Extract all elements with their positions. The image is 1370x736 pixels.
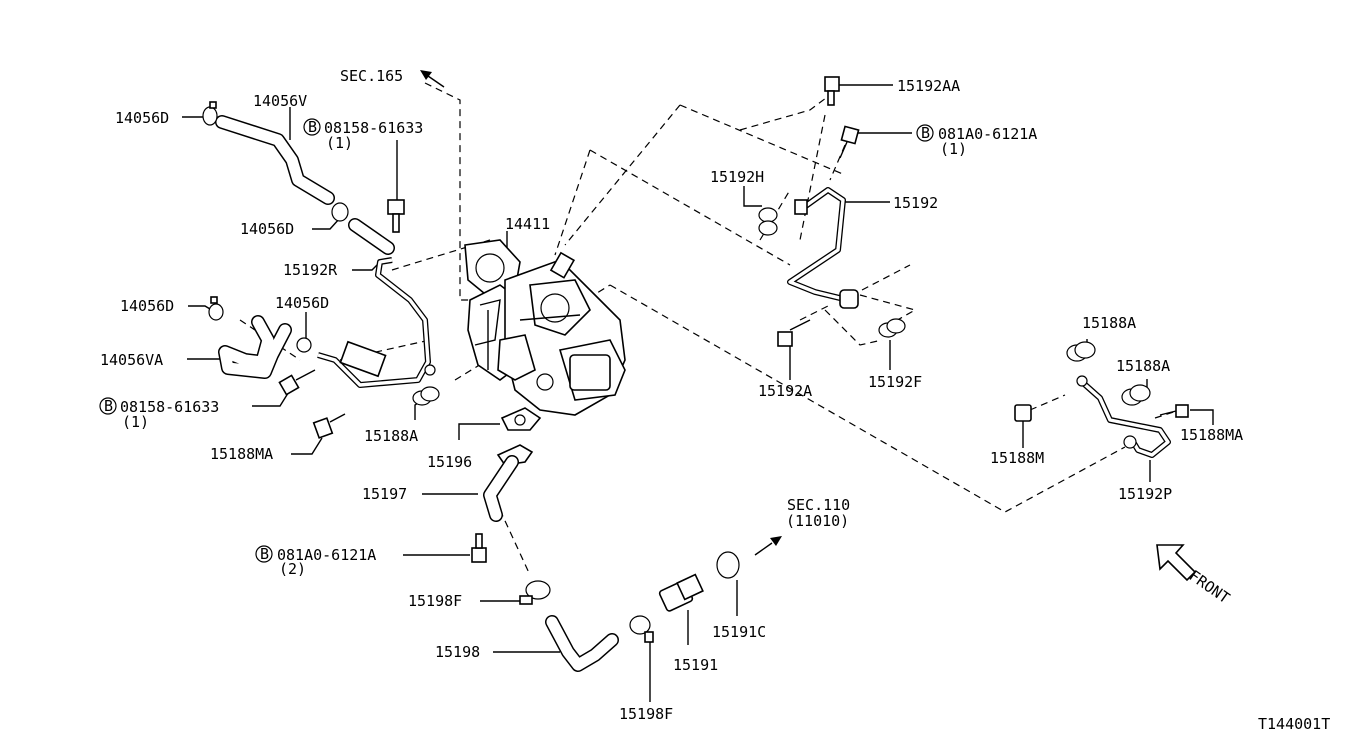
label-15188a-left: 15188A <box>364 427 418 445</box>
arrow-sec165-icon <box>420 70 445 88</box>
bolt-081a0-right <box>839 125 860 159</box>
label-15197: 15197 <box>362 485 407 503</box>
arrow-sec110-icon <box>754 536 782 556</box>
label-15188ma-right: 15188MA <box>1180 426 1243 444</box>
label-15192h: 15192H <box>710 168 764 186</box>
label-15191: 15191 <box>673 656 718 674</box>
label-15188a-r1: 15188A <box>1082 314 1136 332</box>
hose-14056v <box>215 115 335 205</box>
label-14056d-d: 14056D <box>275 294 329 312</box>
label-front: FRONT <box>1186 567 1233 608</box>
label-15188m: 15188M <box>990 449 1044 467</box>
label-15192aa: 15192AA <box>897 77 960 95</box>
oring-15191c <box>716 551 740 579</box>
label-qty-right: (1) <box>940 140 967 158</box>
label-08158-top: 08158-61633 <box>324 119 423 137</box>
clamp-15198f-a <box>519 580 551 605</box>
turbocharger-14411 <box>464 239 626 416</box>
pipe-15192p <box>1076 375 1171 458</box>
clamp-15198f-b <box>629 615 654 643</box>
hose-14056v-lower <box>348 218 395 255</box>
label-15196: 15196 <box>427 453 472 471</box>
bolt-15192aa <box>824 76 840 106</box>
clamp-15192h <box>758 207 778 236</box>
label-15192: 15192 <box>893 194 938 212</box>
bolt-symbol-icon <box>99 118 934 563</box>
label-qty-left: (2) <box>279 560 306 578</box>
clamp-15192f <box>878 318 906 338</box>
gasket-15196 <box>500 407 542 431</box>
label-14056v: 14056V <box>253 92 307 110</box>
clamp-14056d-c <box>208 296 224 321</box>
label-15198f-a: 15198F <box>408 592 462 610</box>
clamp-14056d-d <box>296 337 312 353</box>
label-bolt-b: B <box>260 545 269 563</box>
label-08158-bottom: 08158-61633 <box>120 398 219 416</box>
hose-14056va <box>218 315 292 379</box>
pipe-15197 <box>483 444 534 522</box>
label-15188a-r2: 15188A <box>1116 357 1170 375</box>
label-qty-bottom: (1) <box>122 413 149 431</box>
connector-15191 <box>658 573 704 612</box>
clamp-15188a-r1 <box>1066 341 1096 362</box>
label-15198f-b: 15198F <box>619 705 673 723</box>
clamp-15188a-r2 <box>1121 384 1151 406</box>
clamp-14056d-a <box>202 101 218 126</box>
pipe-15192 <box>787 187 859 309</box>
label-14411: 14411 <box>505 215 550 233</box>
clamp-14056d-b <box>331 202 349 222</box>
label-081a0-left: 081A0-6121A <box>277 546 376 564</box>
pipe-15192r <box>317 257 436 388</box>
bolt-15192a <box>777 319 811 347</box>
label-14056d-c: 14056D <box>120 297 174 315</box>
bolt-15188ma-right <box>1159 404 1189 418</box>
bolt-15188ma-left <box>312 413 346 439</box>
label-bolt-b: B <box>308 118 317 136</box>
bolt-081a0-left <box>471 533 487 563</box>
label-15192r: 15192R <box>283 261 338 279</box>
label-sec165: SEC.165 <box>340 67 403 85</box>
hose-15198 <box>545 615 619 672</box>
front-arrow-icon <box>1156 544 1197 582</box>
bolt-08158-top <box>387 199 405 233</box>
label-bolt-b: B <box>921 124 930 142</box>
label-15188ma-left: 15188MA <box>210 445 273 463</box>
label-15192a: 15192A <box>758 382 812 400</box>
label-15192f: 15192F <box>868 373 922 391</box>
label-14056d-a: 14056D <box>115 109 169 127</box>
label-sec110-sub: (11010) <box>786 512 849 530</box>
bolt-15188m <box>1014 404 1032 422</box>
bolt-08158-bottom <box>278 369 316 396</box>
label-sec110: SEC.110 <box>787 496 850 514</box>
label-081a0-right: 081A0-6121A <box>938 125 1037 143</box>
label-15198: 15198 <box>435 643 480 661</box>
label-qty-top: (1) <box>326 134 353 152</box>
label-bolt-b: B <box>104 397 113 415</box>
part-labels: SEC.165 14056D 14056V B 08158-61633 (1) … <box>100 67 1330 733</box>
label-14056d-b: 14056D <box>240 220 294 238</box>
label-15191c: 15191C <box>712 623 766 641</box>
clamp-15188a-left <box>412 386 440 406</box>
leader-lines <box>182 84 1214 702</box>
label-15192p: 15192P <box>1118 485 1172 503</box>
label-14056va: 14056VA <box>100 351 163 369</box>
diagram-code: T144001T <box>1258 715 1330 733</box>
